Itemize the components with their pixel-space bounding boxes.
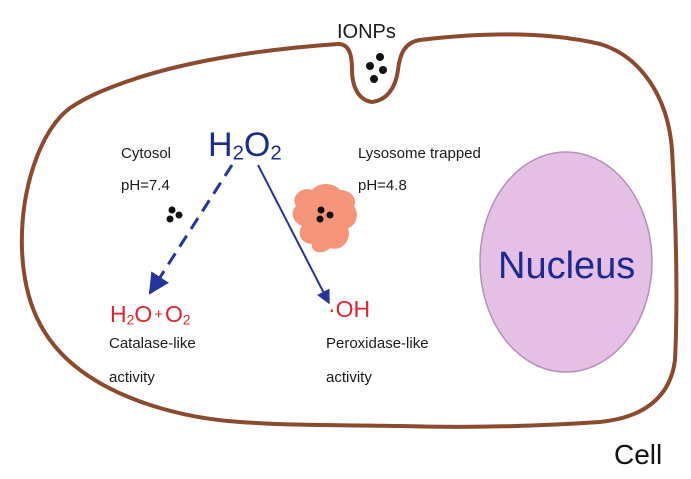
catalase-activity-line1: Catalase-like [109, 335, 196, 352]
catalase-arrow [148, 164, 234, 295]
lysosome-blob-icon [292, 184, 357, 253]
peroxidase-activity-line2: activity [326, 369, 372, 386]
h2o2-label: H2O2 [208, 126, 282, 165]
peroxidase-activity-line1: Peroxidase-like [326, 335, 429, 352]
cytosol-label: Cytosol [121, 145, 172, 162]
peroxidase-arrow [257, 164, 330, 305]
lysosome-label: Lysosome trapped [358, 145, 481, 162]
nucleus-label: Nucleus [498, 245, 636, 287]
peroxidase-product-label: ·OH [328, 296, 371, 322]
nucleus [479, 151, 653, 373]
cytosol-ionps-icon [166, 206, 183, 223]
ionps-label: IONPs [337, 21, 396, 43]
lysosome-ionps-icon [316, 206, 334, 223]
lysosome-ph-label: pH=4.8 [358, 177, 407, 194]
cell-label: Cell [614, 439, 663, 470]
catalase-activity-line2: activity [109, 369, 155, 386]
catalase-product-label: H2O+O2 [110, 301, 191, 328]
ionps-cluster-icon [366, 53, 387, 83]
cytosol-ph-label: pH=7.4 [121, 177, 170, 194]
